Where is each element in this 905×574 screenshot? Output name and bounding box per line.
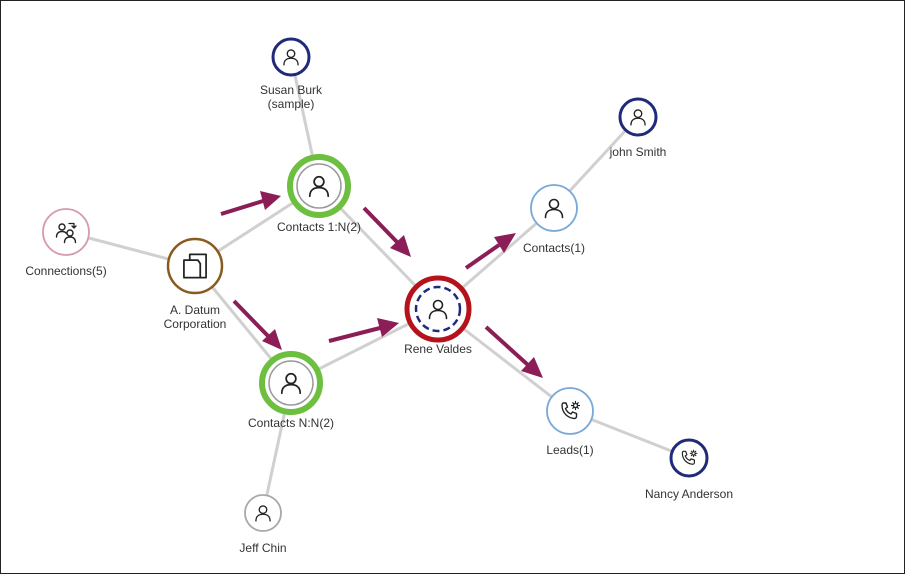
- node-label: Corporation: [164, 317, 227, 331]
- arrow-rene-to-leads: [484, 325, 543, 378]
- node-contacts-1n[interactable]: Contacts 1:N(2): [277, 154, 361, 234]
- node-label: Rene Valdes: [404, 342, 472, 356]
- node-nancy-anderson[interactable]: Nancy Anderson: [645, 438, 733, 501]
- node-label: A. Datum: [170, 303, 220, 317]
- node-label: (sample): [268, 97, 315, 111]
- direction-arrows: [220, 191, 543, 378]
- node-label: Contacts(1): [523, 241, 585, 255]
- node-jeff-chin[interactable]: Jeff Chin: [239, 494, 287, 555]
- node-label: john Smith: [609, 145, 667, 159]
- node-john-smith[interactable]: john Smith: [609, 97, 667, 159]
- node-label: Susan Burk: [260, 83, 323, 97]
- node-label: Contacts N:N(2): [248, 416, 334, 430]
- arrow-rene-to-contacts-1: [464, 233, 516, 270]
- arrow-adatum-to-contacts-nn: [232, 299, 282, 350]
- node-label: Jeff Chin: [239, 541, 286, 555]
- node-leads[interactable]: Leads(1): [546, 387, 594, 457]
- node-label: Contacts 1:N(2): [277, 220, 361, 234]
- node-contacts-1[interactable]: Contacts(1): [523, 184, 585, 255]
- node-susan-burk[interactable]: Susan Burk (sample): [260, 37, 323, 111]
- node-a-datum-corporation[interactable]: A. Datum Corporation: [164, 237, 227, 331]
- links: [65, 56, 690, 514]
- node-label: Leads(1): [546, 443, 593, 457]
- node-label: Connections(5): [25, 264, 106, 278]
- arrow-contacts-1n-to-rene: [362, 206, 411, 257]
- node-label: Nancy Anderson: [645, 487, 733, 501]
- arrow-adatum-to-contacts-1n: [220, 191, 281, 216]
- node-rene-valdes[interactable]: Rene Valdes: [404, 275, 472, 356]
- arrow-contacts-nn-to-rene: [328, 318, 399, 343]
- node-connections[interactable]: Connections(5): [25, 208, 107, 278]
- node-contacts-nn[interactable]: Contacts N:N(2): [248, 351, 334, 430]
